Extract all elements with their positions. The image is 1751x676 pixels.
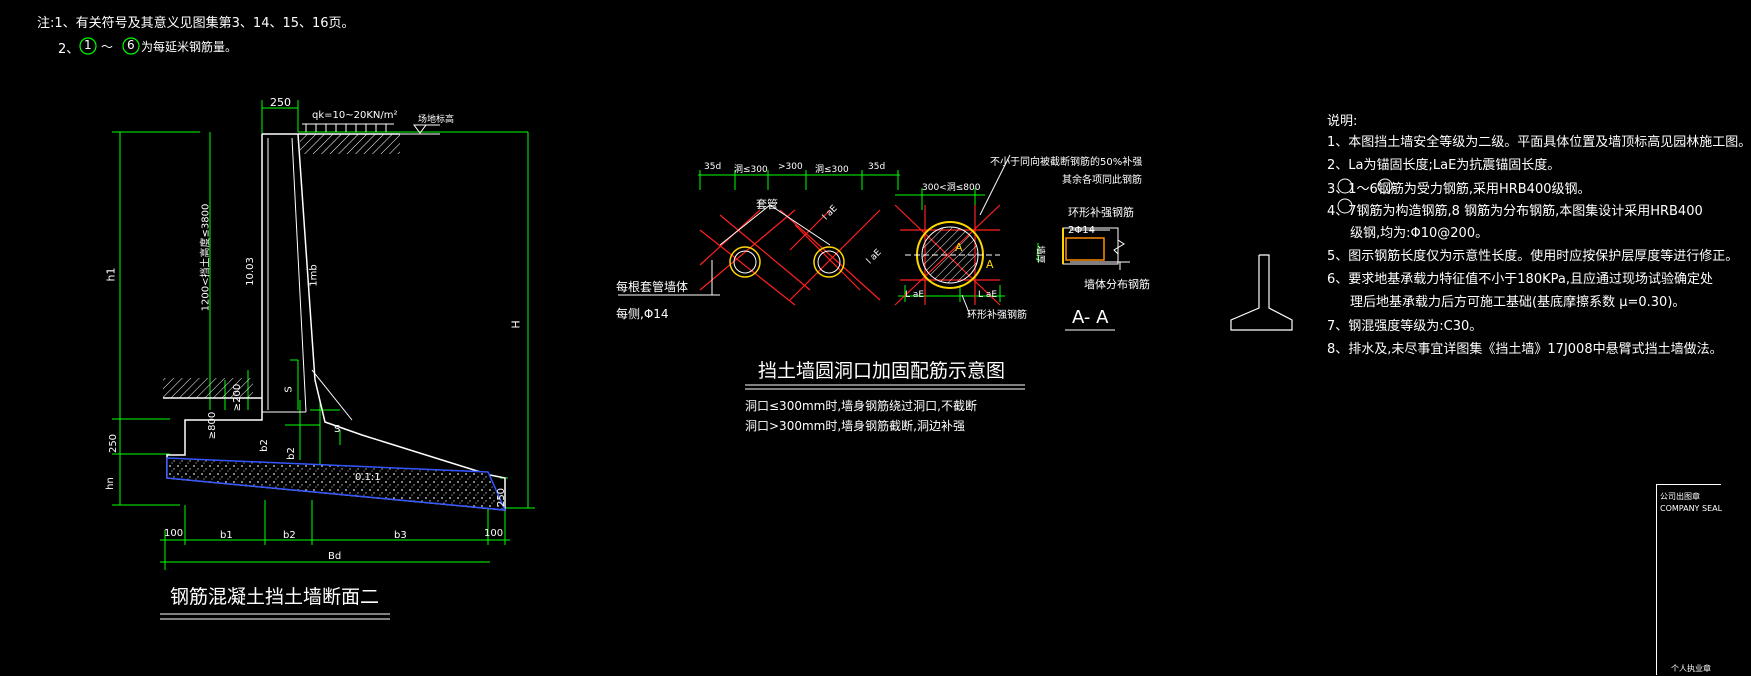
bar-2phi14: 2Φ14	[1068, 225, 1095, 236]
dim-top-250: 250	[270, 96, 291, 109]
dim-300-800: 300<洞≤800	[922, 183, 981, 193]
retaining-wall-section	[112, 100, 535, 570]
wall-label: 每根套管墙体	[616, 280, 689, 294]
dim-b1: b1	[220, 530, 233, 541]
dim-300-b: 洞≤300	[815, 165, 849, 175]
dim-Bd: Bd	[328, 551, 342, 562]
opening-reinforcement	[618, 154, 1130, 390]
rebar-lines	[262, 137, 353, 421]
opening-circle-mid	[813, 246, 845, 278]
legend-item-2: 2、La为锚固长度;LaE为抗震锚固长度。	[1327, 158, 1561, 173]
wall-thickness-label: 墙厚	[1034, 245, 1045, 264]
dim-H: H	[509, 320, 523, 329]
dim-100-right: 100	[484, 528, 504, 539]
seal-line-2: COMPANY SEAL	[1660, 504, 1723, 513]
note-line-2c: ～	[101, 40, 114, 54]
opening-dims	[698, 170, 1039, 302]
dim-100-left: 100	[164, 528, 184, 539]
legend-item-7: 7、钢混强度等级为:C30。	[1327, 319, 1483, 334]
wall-profile-icon	[1230, 254, 1293, 331]
legend-item-3: 3、1～6钢筋为受力钢筋,采用HRB400级钢。	[1327, 182, 1591, 197]
legend-item-4b: 级钢,均为:Φ10@200。	[1350, 226, 1489, 241]
large-opening	[894, 154, 1011, 316]
section-aa	[1062, 227, 1130, 331]
dim-b2a: b2	[258, 439, 270, 452]
dim-b2b: b2	[285, 447, 297, 460]
note-line-2d: 6	[127, 38, 135, 52]
reinforce-note-b: 其余各项同此钢筋	[1062, 175, 1142, 186]
la-e-3: L aE	[905, 290, 925, 300]
ground-hatch	[300, 134, 400, 154]
seal-line-1: 公司出图章	[1660, 492, 1700, 501]
load-arrows	[302, 123, 394, 132]
dim-h1: h1	[104, 267, 118, 282]
dist-rebar-label: 墙体分布钢筋	[1084, 278, 1150, 291]
dim-s1: S	[283, 386, 295, 393]
ring-rebar-label-1: 环形补强钢筋	[1068, 206, 1134, 219]
dim-hn: hn	[104, 477, 116, 490]
opening-title: 挡土墙圆洞口加固配筋示意图	[758, 360, 1006, 382]
section-title: 钢筋混凝土挡土墙断面二	[170, 586, 380, 608]
height-range: 1200<挡土高度≤3800	[200, 203, 212, 312]
label-A2: A	[986, 258, 994, 271]
load-label: qk=10~20KN/m²	[312, 110, 398, 121]
legend-item-5: 5、图示钢筋长度仅为示意性长度。使用时应按保护层厚度等进行修正。	[1327, 249, 1739, 264]
dim-gt300: >300	[778, 162, 803, 172]
dim-b2: b2	[283, 530, 296, 541]
legend-item-4: 4、7钢筋为构造钢筋,8 钢筋为分布钢筋,本图集设计采用HRB400	[1327, 204, 1703, 219]
legend-circles	[1337, 178, 1393, 214]
section-aa-label: A- A	[1072, 307, 1109, 328]
company-seal-box: 公司出图章 COMPANY SEAL 个人执业章	[1656, 484, 1723, 675]
note-line-2a: 2、	[58, 42, 80, 57]
ground-mark-label: 场地标高	[418, 115, 455, 125]
red-rebars-left	[699, 209, 881, 306]
dim-b3: b3	[394, 530, 407, 541]
dim-35d-a: 35d	[704, 162, 722, 172]
legend-item-8: 8、排水及,未尽事宜详图集《挡土墙》17J008中悬臂式挡土墙做法。	[1327, 342, 1723, 357]
ring-rebar-label-2: 环形补强钢筋	[967, 310, 1027, 321]
dim-35d-b: 35d	[868, 162, 886, 172]
wall-outline	[166, 133, 506, 511]
label-A1: A	[955, 241, 963, 254]
seal-line-3: 个人执业章	[1671, 664, 1711, 673]
note-line-2e: 为每延米钢筋量。	[141, 40, 238, 54]
opening-note-1: 洞口≤300mm时,墙身钢筋绕过洞口,不截断	[745, 399, 977, 413]
note-line-2b: 1	[84, 38, 92, 52]
dim-ge800: ≥800	[207, 411, 219, 440]
reinforce-note-a: 不小于同向被截断钢筋的50%补强	[990, 157, 1143, 168]
legend-item-6b: 理后地基承载力后方可施工基础(基底摩擦系数 μ=0.30)。	[1350, 295, 1686, 310]
note-line-1: 注:1、有关符号及其意义见图集第3、14、15、16页。	[37, 16, 355, 31]
dim-300-a: 洞≤300	[734, 165, 768, 175]
note-circles	[79, 37, 140, 55]
ground-hatch-left	[163, 378, 253, 398]
la-e-4: L aE	[978, 290, 998, 300]
slope-label: 0.1:1	[355, 472, 381, 483]
opening-circle-left	[729, 246, 761, 278]
concrete-base	[166, 457, 507, 511]
rebar-l003: 10.03	[244, 257, 256, 286]
each-side-label: 每侧,Φ14	[616, 307, 669, 321]
dim-s2: S	[334, 424, 341, 435]
sleeve-label: 套管	[756, 198, 778, 211]
sleeve-lines	[719, 204, 831, 246]
rebar-lmb: 1mb	[308, 264, 320, 287]
dim-ge200: ≥200	[232, 383, 244, 412]
legend-item-6: 6、要求地基承载力特征值不小于180KPa,且应通过现场试验确定处	[1327, 272, 1713, 287]
opening-note-2: 洞口>300mm时,墙身钢筋截断,洞边补强	[745, 419, 965, 433]
legend-item-1: 1、本图挡土墙安全等级为二级。平面具体位置及墙顶标高见园林施工图。	[1327, 135, 1751, 150]
dim-250: 250	[108, 433, 120, 454]
dim-250-right: 250	[496, 487, 508, 508]
legend-title: 说明:	[1327, 114, 1358, 129]
